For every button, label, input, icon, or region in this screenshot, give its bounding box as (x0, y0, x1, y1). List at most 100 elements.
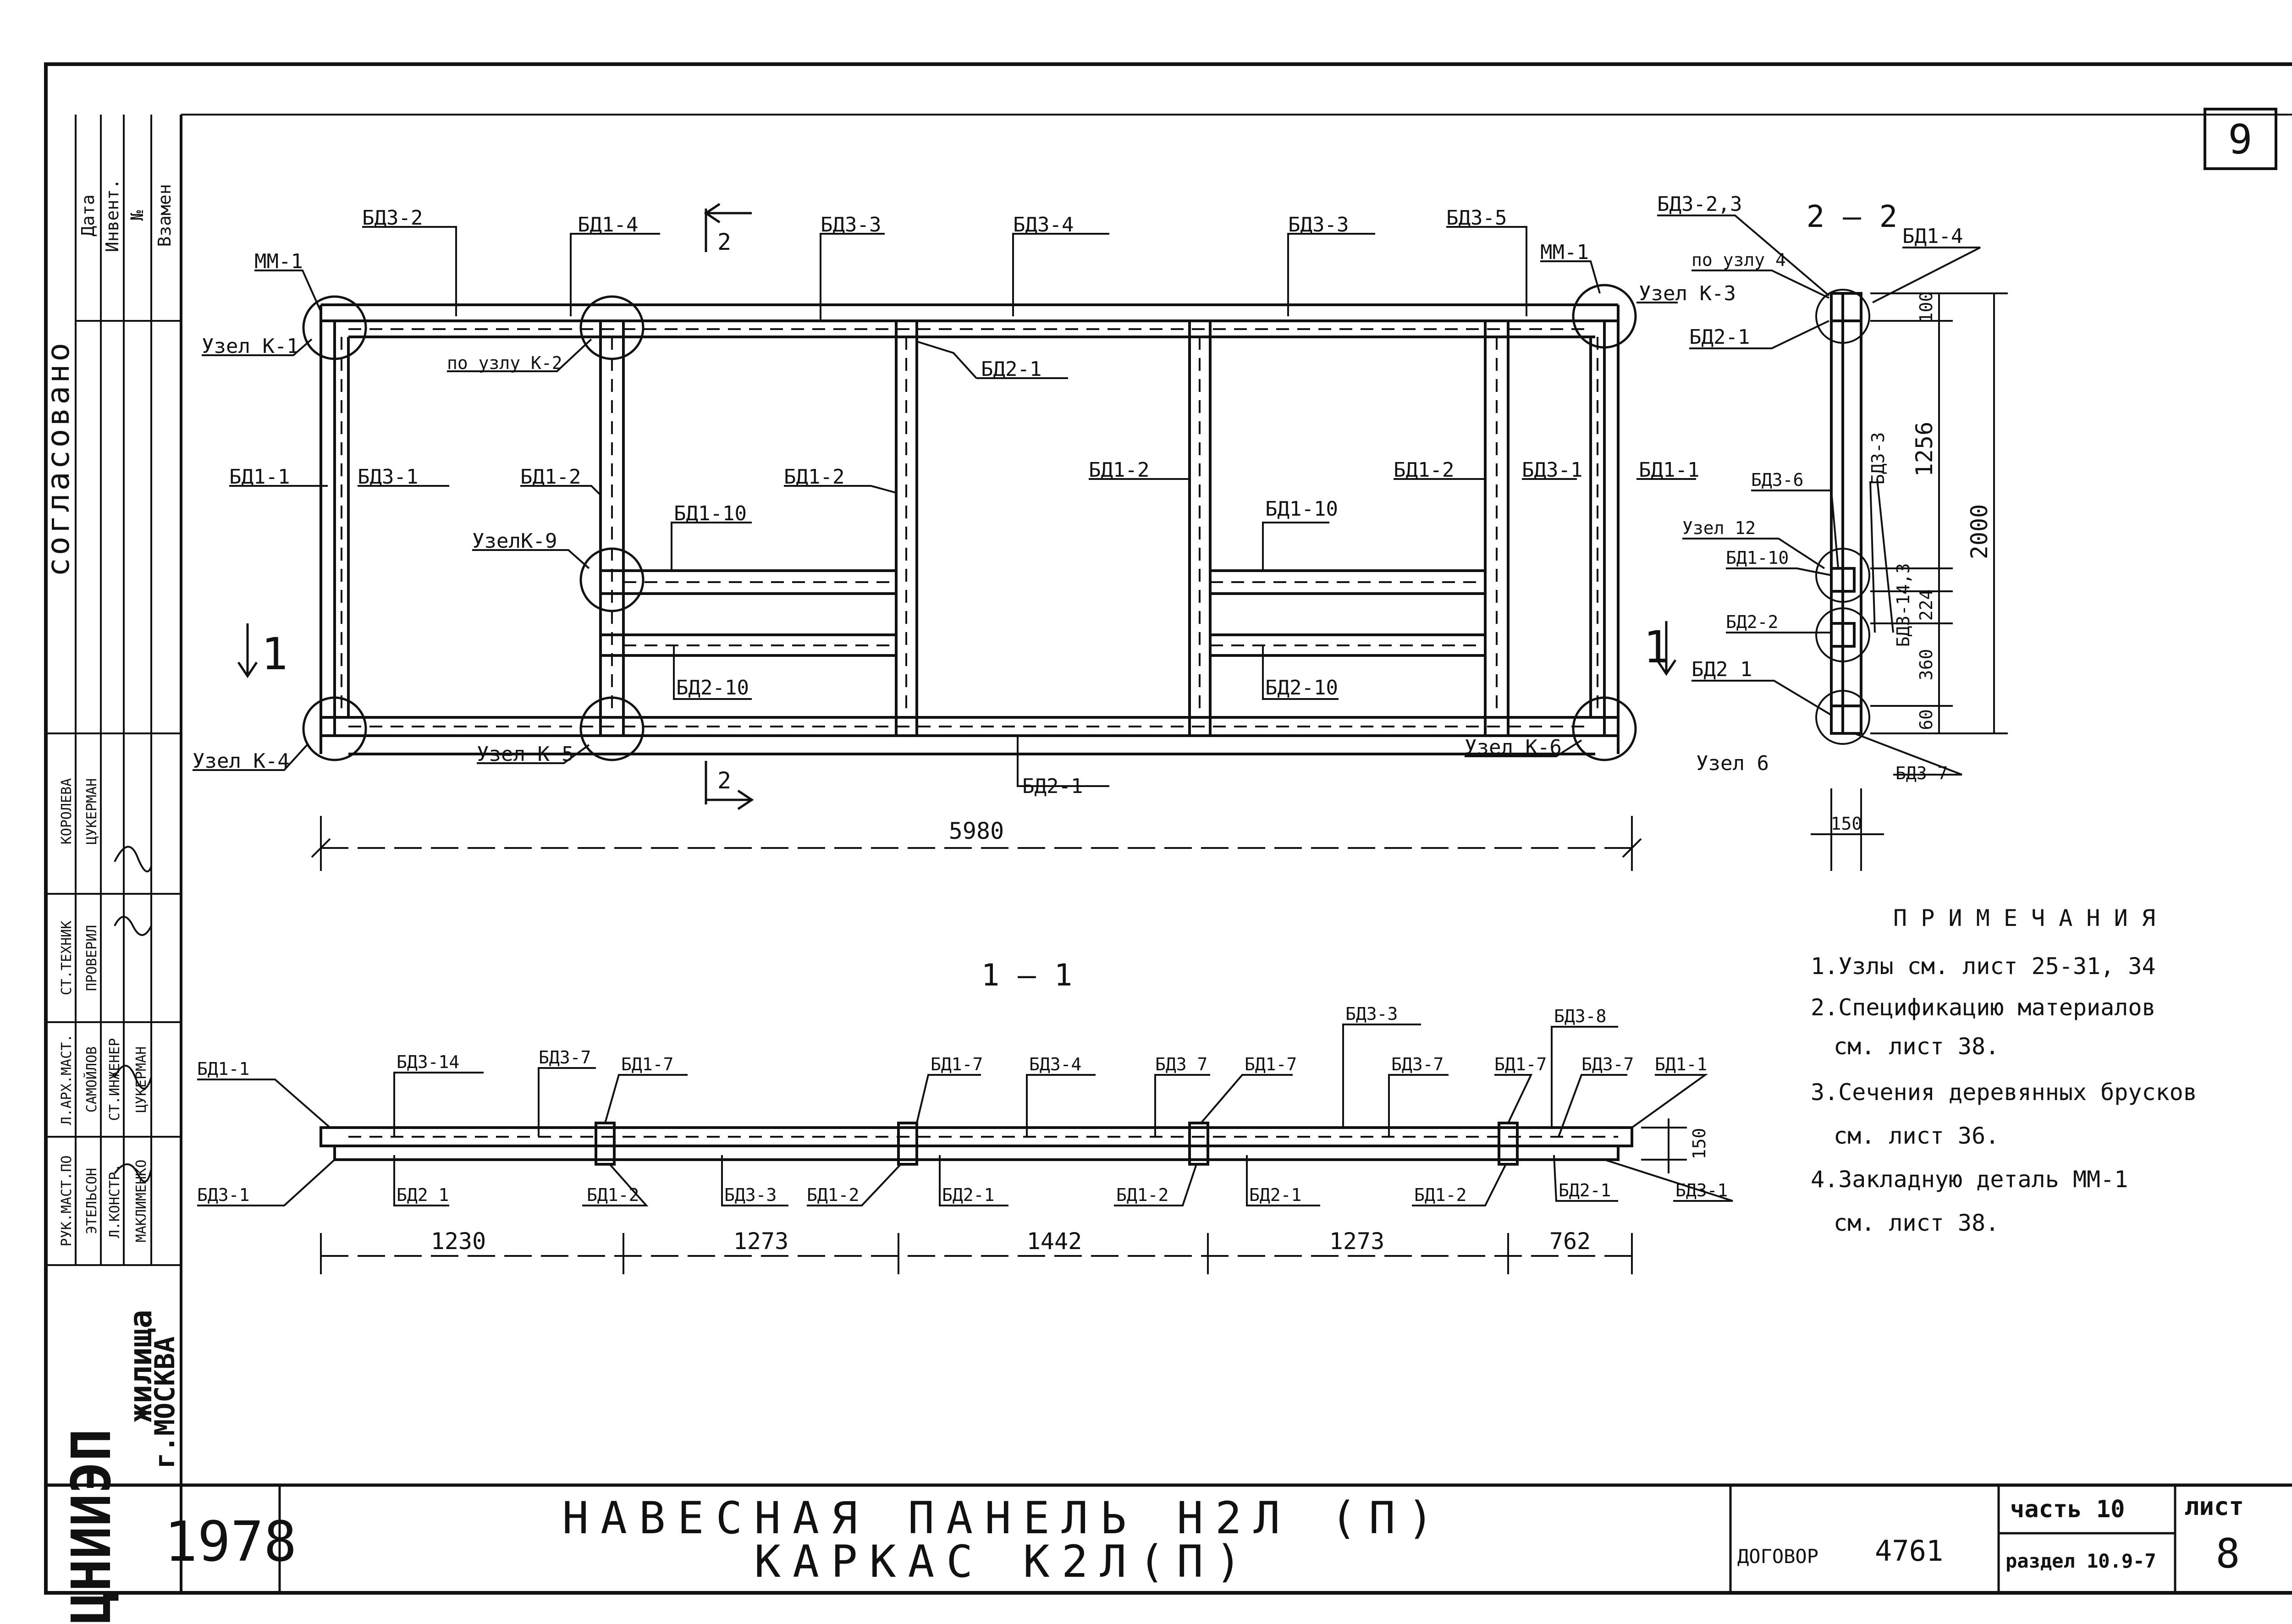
contract-label: ДОГОВОР (1737, 1545, 1818, 1568)
s22-bd2-1: БД2-1 (1689, 325, 1750, 349)
s11-dim-1442: 1442 (1027, 1228, 1082, 1255)
lbl-po-uzlu-k2: по узлу К-2 (447, 353, 562, 373)
node-k1-circle (302, 295, 367, 360)
lbl-node-k9: УзелК-9 (472, 529, 557, 553)
s11-bd3-1-r: БД3-1 (1675, 1180, 1728, 1200)
s22-node-6: Узел 6 (1696, 752, 1769, 775)
lbl-bd3-1-right: БД3-1 (1522, 458, 1582, 482)
lbl-node-k1: Узел К-1 (202, 335, 299, 358)
lbl-mm1-right: ММ-1 (1540, 241, 1589, 264)
s11-dim-150: 150 (1689, 1128, 1709, 1160)
note-1: 1.Узлы см. лист 25-31, 34 (1811, 953, 2156, 980)
section-1-1: 1 — 1 (197, 958, 1733, 1274)
org-name: ЦНИИЭП (60, 1429, 123, 1624)
s11-bd3-14: БД3-14 (397, 1052, 459, 1072)
org-city: г.МОСКВА (149, 1337, 181, 1469)
note-3: 3.Сечения деревянных брусков (1811, 1079, 2197, 1106)
s22-dim-224: 224 (1916, 589, 1936, 621)
s11-bd1-2-d: БД1-2 (1414, 1185, 1466, 1205)
col-date: Дата (78, 194, 98, 237)
s22-bd2-2: БД2-2 (1726, 612, 1778, 632)
hidden-lines (341, 328, 1598, 727)
s11-bd2-1-c: БД2-1 (1249, 1185, 1301, 1205)
notes: П Р И М Е Ч А Н И Я 1.Узлы см. лист 25-3… (1811, 905, 2197, 1236)
s11-bd1-1-l: БД1-1 (197, 1059, 249, 1079)
s11-bd3-7-a: БД3-7 (539, 1047, 591, 1068)
agreed-text: согласовано (40, 340, 77, 577)
stamp-role-1: РУК.МАСТ.ПО (59, 1156, 75, 1247)
section-mark-2-top: 2 (717, 229, 731, 255)
section-marks (237, 203, 1677, 810)
notes-heading: П Р И М Е Ч А Н И Я (1893, 905, 2155, 931)
lbl-bd2-1-top: БД2-1 (981, 358, 1041, 381)
frame-members (320, 303, 1620, 755)
node-k2-circle (579, 295, 645, 360)
col-invent: Инвент. (102, 179, 122, 252)
part-label: часть 10 (2010, 1496, 2125, 1523)
title-line-1: НАВЕСНАЯ ПАНЕЛЬ Н2Л (П) (562, 1492, 1445, 1544)
lbl-bd1-1-left: БД1-1 (229, 465, 290, 489)
lbl-node-k3: Узел К-3 (1639, 282, 1736, 305)
s11-bd3-3: БД3-3 (1345, 1004, 1398, 1024)
note-3b: см. лист 36. (1834, 1123, 1999, 1149)
title-block: 1978 НАВЕСНАЯ ПАНЕЛЬ Н2Л (П) КАРКАС К2Л(… (165, 1485, 2244, 1593)
lbl-bd1-1-right: БД1-1 (1639, 458, 1699, 482)
s11-bd1-7-a: БД1-7 (621, 1054, 673, 1074)
s11-bd1-2-a: БД1-2 (587, 1185, 639, 1205)
s11-bd2-1-a: БД2 1 (397, 1185, 449, 1205)
lbl-bd2-10-b: БД2-10 (1265, 676, 1338, 699)
lbl-node-k6: Узел К-6 (1465, 736, 1562, 759)
s11-bd2-1-d: БД2-1 (1559, 1180, 1611, 1200)
lbl-bd3-1-left: БД3-1 (358, 465, 418, 489)
s22-bd1-10: БД1-10 (1726, 548, 1789, 568)
year: 1978 (165, 1510, 297, 1574)
lbl-bd3-4: БД3-4 (1013, 213, 1074, 237)
node-k9-circle (579, 547, 645, 612)
note-4b: см. лист 38. (1834, 1210, 1999, 1236)
s22-bd1-4: БД1-4 (1902, 225, 1963, 248)
overall-dim-text: 5980 (949, 818, 1004, 844)
corner-number-text: 9 (2228, 116, 2253, 163)
stamp-role-5: СТ.ТЕХНИК (59, 921, 75, 996)
corner-sheet-number: 9 (2204, 108, 2277, 170)
s11-bd1-1-r: БД1-1 (1655, 1054, 1707, 1074)
s22-po-uzlu-4: по узлу 4 (1691, 250, 1786, 270)
lbl-node-k4: Узел К-4 (193, 749, 290, 773)
s22-bd3-7: БД3-7 (1895, 763, 1948, 783)
lbl-bd1-10-b: БД1-10 (1265, 497, 1338, 521)
leaders (193, 226, 1696, 787)
section-mark-2-bottom: 2 (717, 767, 731, 794)
s22-dim-150: 150 (1831, 814, 1862, 834)
s11-dim-1273-b: 1273 (1329, 1228, 1384, 1255)
sheet-number: 8 (2216, 1530, 2240, 1577)
note-4: 4.Закладную деталь ММ-1 (1811, 1166, 2128, 1193)
lbl-bd2-10-a: БД2-10 (676, 676, 749, 699)
s22-dim-60: 60 (1916, 709, 1936, 730)
s11-bd1-2-c: БД1-2 (1116, 1185, 1168, 1205)
lbl-node-k5: Узел К 5 (477, 743, 574, 766)
signature-2 (114, 1065, 152, 1183)
section-2-2-title: 2 — 2 (1807, 199, 1898, 234)
sheet-label: лист (2184, 1492, 2244, 1521)
section-2-2: 2 — 2 (1657, 193, 2008, 871)
s22-bd3-6: БД3-6 (1751, 470, 1803, 490)
stamp-name-6: ЦУКЕРМАН (84, 778, 100, 845)
node-k6-circle (1572, 696, 1637, 761)
s22-bd3-23: БД3-2,3 (1657, 193, 1742, 216)
stamp-role-6: ПРОВЕРИЛ (84, 925, 100, 991)
lbl-bd1-2-a: БД1-2 (520, 465, 581, 489)
title-line-2: КАРКАС К2Л(П) (754, 1536, 1253, 1587)
s11-bd1-7-d: БД1-7 (1494, 1054, 1547, 1074)
section-mark-1-right: 1 (1643, 622, 1670, 673)
s22-bd2-1-b: БД2 1 (1691, 658, 1752, 681)
section-mark-1-left: 1 (261, 628, 288, 680)
lbl-bd3-3-a: БД3-3 (821, 213, 881, 237)
signature-1 (114, 846, 152, 936)
stamp-role-3: Л.КОНСТР. (107, 1164, 123, 1239)
stamp-name-4: МАКЛИМЕНКО (133, 1160, 149, 1243)
sheet-frame (44, 62, 2292, 1595)
lbl-bd1-2-d: БД1-2 (1394, 458, 1454, 482)
s11-dim-1230: 1230 (431, 1228, 486, 1255)
s11-bd3-7-c: БД3-7 (1391, 1054, 1444, 1074)
